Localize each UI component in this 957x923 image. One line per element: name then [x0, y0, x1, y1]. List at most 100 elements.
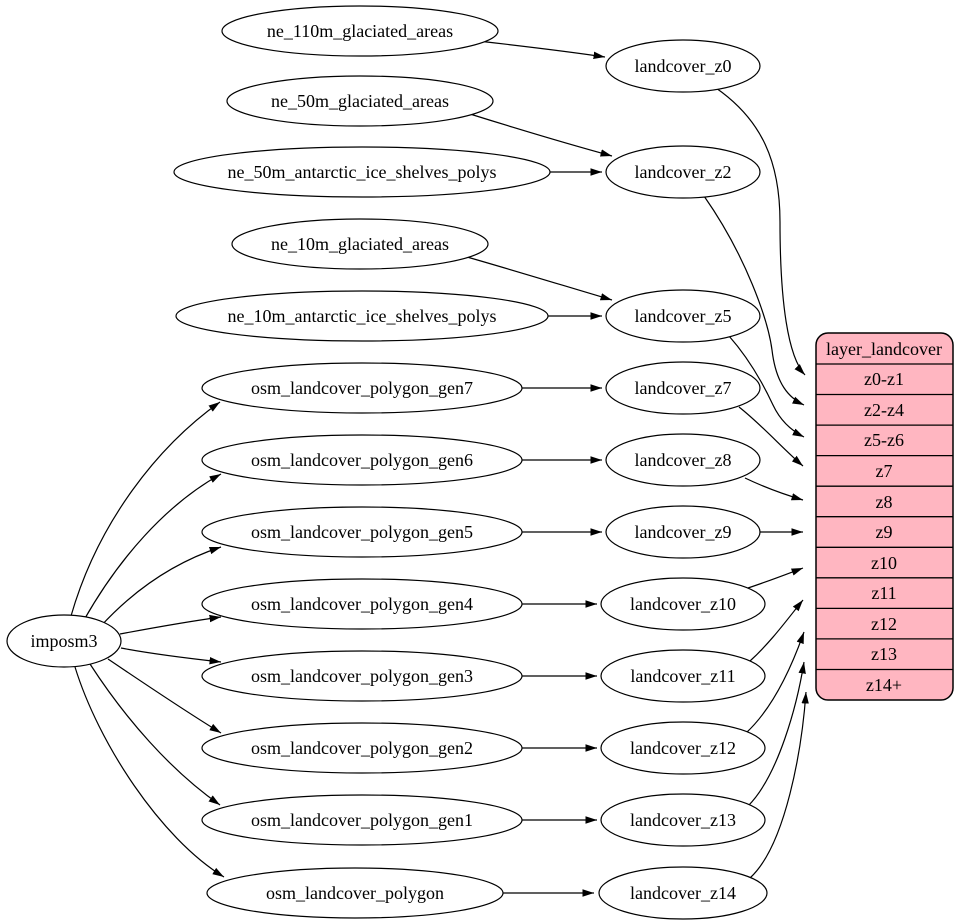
node-label: osm_landcover_polygon_gen3 [251, 666, 473, 686]
edge-landcover-z12-row-z12 [745, 631, 805, 734]
node-label: osm_landcover_polygon_gen4 [251, 594, 473, 614]
node-osm-landcover-polygon-gen6: osm_landcover_polygon_gen6 [201, 434, 523, 486]
node-ellipse [201, 434, 523, 486]
node-ellipse [201, 578, 523, 630]
node-osm-landcover-polygon-gen1: osm_landcover_polygon_gen1 [201, 794, 523, 846]
table-row-label: z12 [871, 614, 897, 634]
table-row-label: z0-z1 [864, 369, 904, 389]
edges-imposm3-fanout [70, 401, 225, 878]
node-osm-landcover-polygon-gen7: osm_landcover_polygon_gen7 [201, 362, 523, 414]
node-label: osm_landcover_polygon [266, 883, 444, 903]
node-ellipse [173, 146, 551, 198]
node-ellipse [201, 506, 523, 558]
edges-intermediate-to-table [703, 87, 809, 879]
node-ellipse [605, 289, 761, 343]
node-ellipse [201, 650, 523, 702]
table-row-label: z8 [876, 492, 893, 512]
table-row-label: z14+ [866, 675, 902, 695]
node-ellipse [226, 75, 494, 127]
node-landcover-z0: landcover_z0 [605, 39, 761, 93]
node-ellipse [206, 867, 504, 919]
node-imposm3: imposm3 [6, 614, 122, 668]
node-ne-50m-glaciated-areas: ne_50m_glaciated_areas [226, 75, 494, 127]
node-landcover-z5: landcover_z5 [605, 289, 761, 343]
node-layer-landcover: layer_landcover z0-z1 z2-z4 z5-z6 z7 z8 … [815, 332, 954, 701]
node-label: osm_landcover_polygon_gen6 [251, 450, 473, 470]
table-row-label: z13 [871, 644, 897, 664]
node-label: landcover_z5 [635, 306, 732, 326]
edges-source-to-intermediate [466, 40, 613, 897]
node-ellipse [201, 794, 523, 846]
edge-landcover-z14-row-z14 [749, 691, 809, 879]
edge-imposm3-osm-landcover-polygon-gen3 [120, 647, 222, 665]
table-row-label: z7 [876, 461, 893, 481]
node-landcover-z9: landcover_z9 [605, 505, 761, 559]
edge-imposm3-osm-landcover-polygon-gen1 [89, 663, 221, 806]
node-ellipse [201, 722, 523, 774]
node-label: osm_landcover_polygon_gen2 [251, 738, 473, 758]
node-ne-10m-antarctic-ice-shelves-polys: ne_10m_antarctic_ice_shelves_polys [175, 290, 549, 342]
table-row-label: z11 [871, 583, 896, 603]
table-row-label: z2-z4 [864, 400, 904, 420]
node-ne-110m-glaciated-areas: ne_110m_glaciated_areas [221, 5, 499, 57]
node-label: landcover_z0 [635, 56, 732, 76]
node-ellipse [6, 614, 122, 668]
node-label: ne_50m_glaciated_areas [271, 91, 449, 111]
node-label: landcover_z8 [635, 450, 732, 470]
node-landcover-z13: landcover_z13 [600, 793, 766, 847]
table-title: layer_landcover [826, 339, 942, 359]
node-label: osm_landcover_polygon_gen1 [251, 810, 473, 830]
edge-landcover-z5-row-z5-z6 [728, 335, 805, 438]
node-label: landcover_z11 [630, 666, 735, 686]
edge-imposm3-osm-landcover-polygon-gen6 [83, 473, 222, 621]
edge-ne-50m-glaciated-areas-landcover-z2 [469, 113, 613, 157]
table-row-label: z5-z6 [864, 430, 904, 450]
node-label: ne_50m_antarctic_ice_shelves_polys [228, 162, 497, 182]
node-label: landcover_z12 [630, 738, 736, 758]
node-ellipse [600, 793, 766, 847]
edge-imposm3-osm-landcover-polygon-gen7 [70, 401, 221, 617]
node-label: landcover_z13 [630, 810, 736, 830]
node-label: landcover_z9 [635, 522, 732, 542]
node-ellipse [600, 721, 766, 775]
edge-landcover-z8-row-z8 [744, 477, 804, 501]
edge-landcover-z2-row-z2-z4 [703, 195, 805, 406]
node-label: osm_landcover_polygon_gen5 [251, 522, 473, 542]
node-landcover-z11: landcover_z11 [600, 649, 766, 703]
node-osm-landcover-polygon-gen3: osm_landcover_polygon_gen3 [201, 650, 523, 702]
edge-imposm3-osm-landcover-polygon-gen4 [119, 614, 222, 635]
node-label: ne_10m_glaciated_areas [271, 234, 449, 254]
node-label: ne_110m_glaciated_areas [267, 21, 453, 41]
node-osm-landcover-polygon-gen2: osm_landcover_polygon_gen2 [201, 722, 523, 774]
edge-landcover-z7-row-z7 [738, 406, 804, 467]
node-landcover-z7: landcover_z7 [605, 361, 761, 415]
node-ellipse [201, 362, 523, 414]
edge-imposm3-osm-landcover-polygon [74, 666, 225, 878]
edge-landcover-z10-row-z10 [747, 567, 804, 589]
node-ellipse [605, 433, 761, 487]
edge-landcover-z13-row-z13 [747, 661, 806, 807]
node-label: landcover_z10 [630, 594, 736, 614]
node-label: landcover_z2 [635, 162, 732, 182]
edge-landcover-z0-row-z0-z1 [715, 87, 806, 376]
node-osm-landcover-polygon: osm_landcover_polygon [206, 867, 504, 919]
table-row-label: z10 [871, 553, 897, 573]
node-landcover-z10: landcover_z10 [600, 577, 766, 631]
edge-landcover-z11-row-z11 [749, 599, 804, 662]
node-label: imposm3 [30, 631, 97, 651]
edge-ne-110m-glaciated-areas-landcover-z0 [477, 40, 606, 59]
node-ellipse [231, 218, 489, 270]
node-label: osm_landcover_polygon_gen7 [251, 378, 473, 398]
node-ellipse [605, 361, 761, 415]
node-ellipse [221, 5, 499, 57]
node-osm-landcover-polygon-gen4: osm_landcover_polygon_gen4 [201, 578, 523, 630]
node-ellipse [605, 39, 761, 93]
edge-ne-10m-glaciated-areas-landcover-z5 [466, 256, 613, 301]
node-label: landcover_z14 [630, 883, 736, 903]
node-ellipse [175, 290, 549, 342]
node-landcover-z2: landcover_z2 [605, 145, 761, 199]
node-ne-50m-antarctic-ice-shelves-polys: ne_50m_antarctic_ice_shelves_polys [173, 146, 551, 198]
node-ellipse [600, 649, 766, 703]
